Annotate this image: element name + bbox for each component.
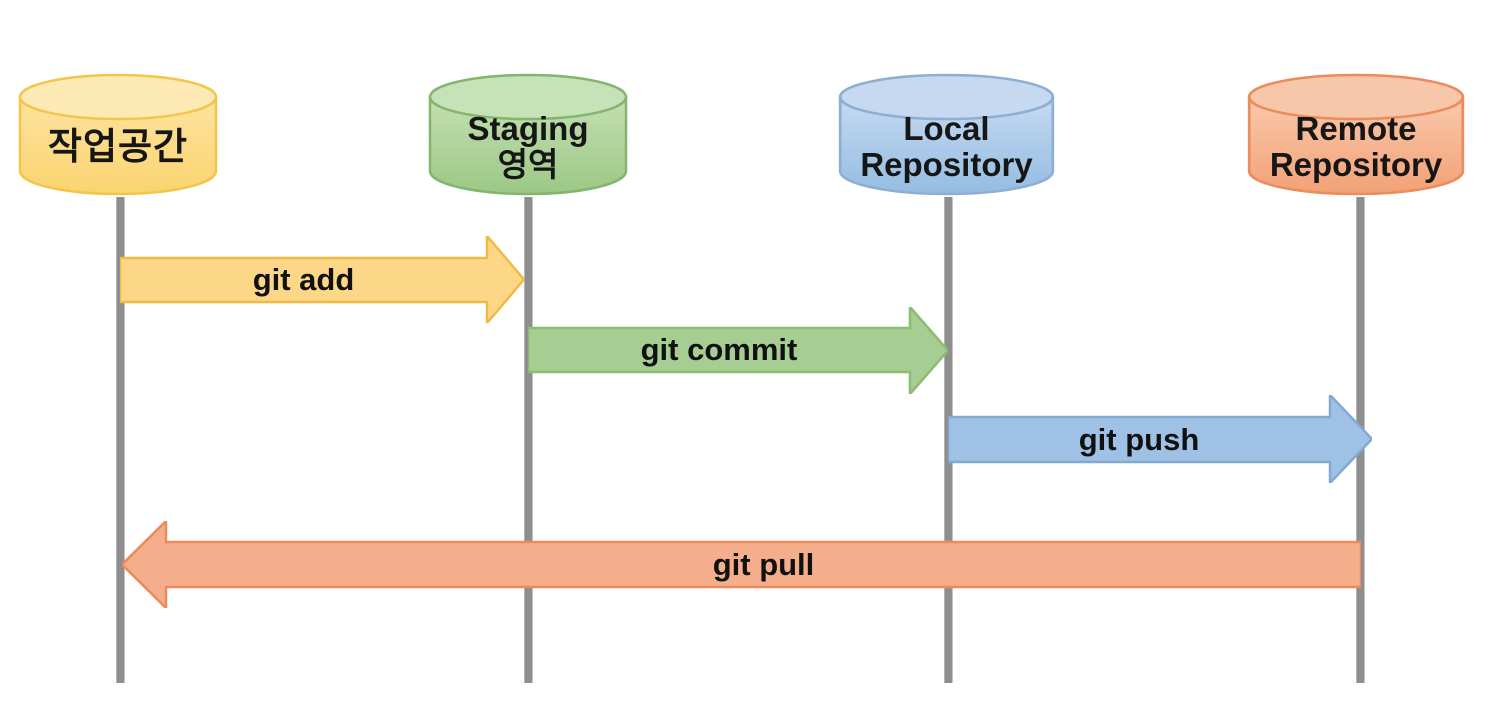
node-label-line: Remote (1295, 110, 1417, 148)
arrow-git-commit: git commit (528, 307, 948, 394)
node-label-staging-area: Staging 영역 (428, 102, 628, 192)
node-label-line: Staging (467, 110, 589, 148)
arrow-label-git-add: git add (252, 262, 355, 297)
node-label-line: Local (903, 110, 990, 148)
cylinder-icon (18, 73, 218, 196)
node-label-line: Repository (860, 146, 1033, 183)
arrow-git-pull: git pull (122, 521, 1361, 608)
right-arrow-icon (948, 395, 1372, 483)
arrow-label-git-commit: git commit (640, 332, 798, 367)
node-label-line: 영역 (497, 146, 559, 183)
node-workspace: 작업공간 (18, 72, 218, 198)
arrow-label-git-pull: git pull (712, 546, 815, 582)
node-label-line: Repository (1269, 146, 1443, 183)
node-label-local-repository: Local Repository (838, 102, 1055, 192)
right-arrow-icon (120, 236, 524, 323)
arrow-git-add: git add (120, 236, 524, 323)
node-label-line: 작업공간 (47, 126, 189, 168)
left-arrow-icon (122, 521, 1361, 608)
lifeline-workspace (116, 197, 125, 683)
cylinder-icon (838, 73, 1055, 196)
cylinder-icon (428, 73, 628, 196)
lifeline-staging-area (524, 197, 533, 683)
node-remote-repository: Remote Repository (1247, 72, 1465, 198)
right-arrow-icon (528, 307, 948, 394)
node-staging-area: Staging 영역 (428, 72, 628, 198)
arrow-label-git-push: git push (1078, 421, 1200, 457)
cylinder-icon (1247, 73, 1465, 196)
node-label-workspace: 작업공간 (18, 102, 218, 192)
node-label-remote-repository: Remote Repository (1247, 102, 1465, 192)
arrow-git-push: git push (948, 395, 1372, 483)
node-local-repository: Local Repository (838, 72, 1055, 198)
